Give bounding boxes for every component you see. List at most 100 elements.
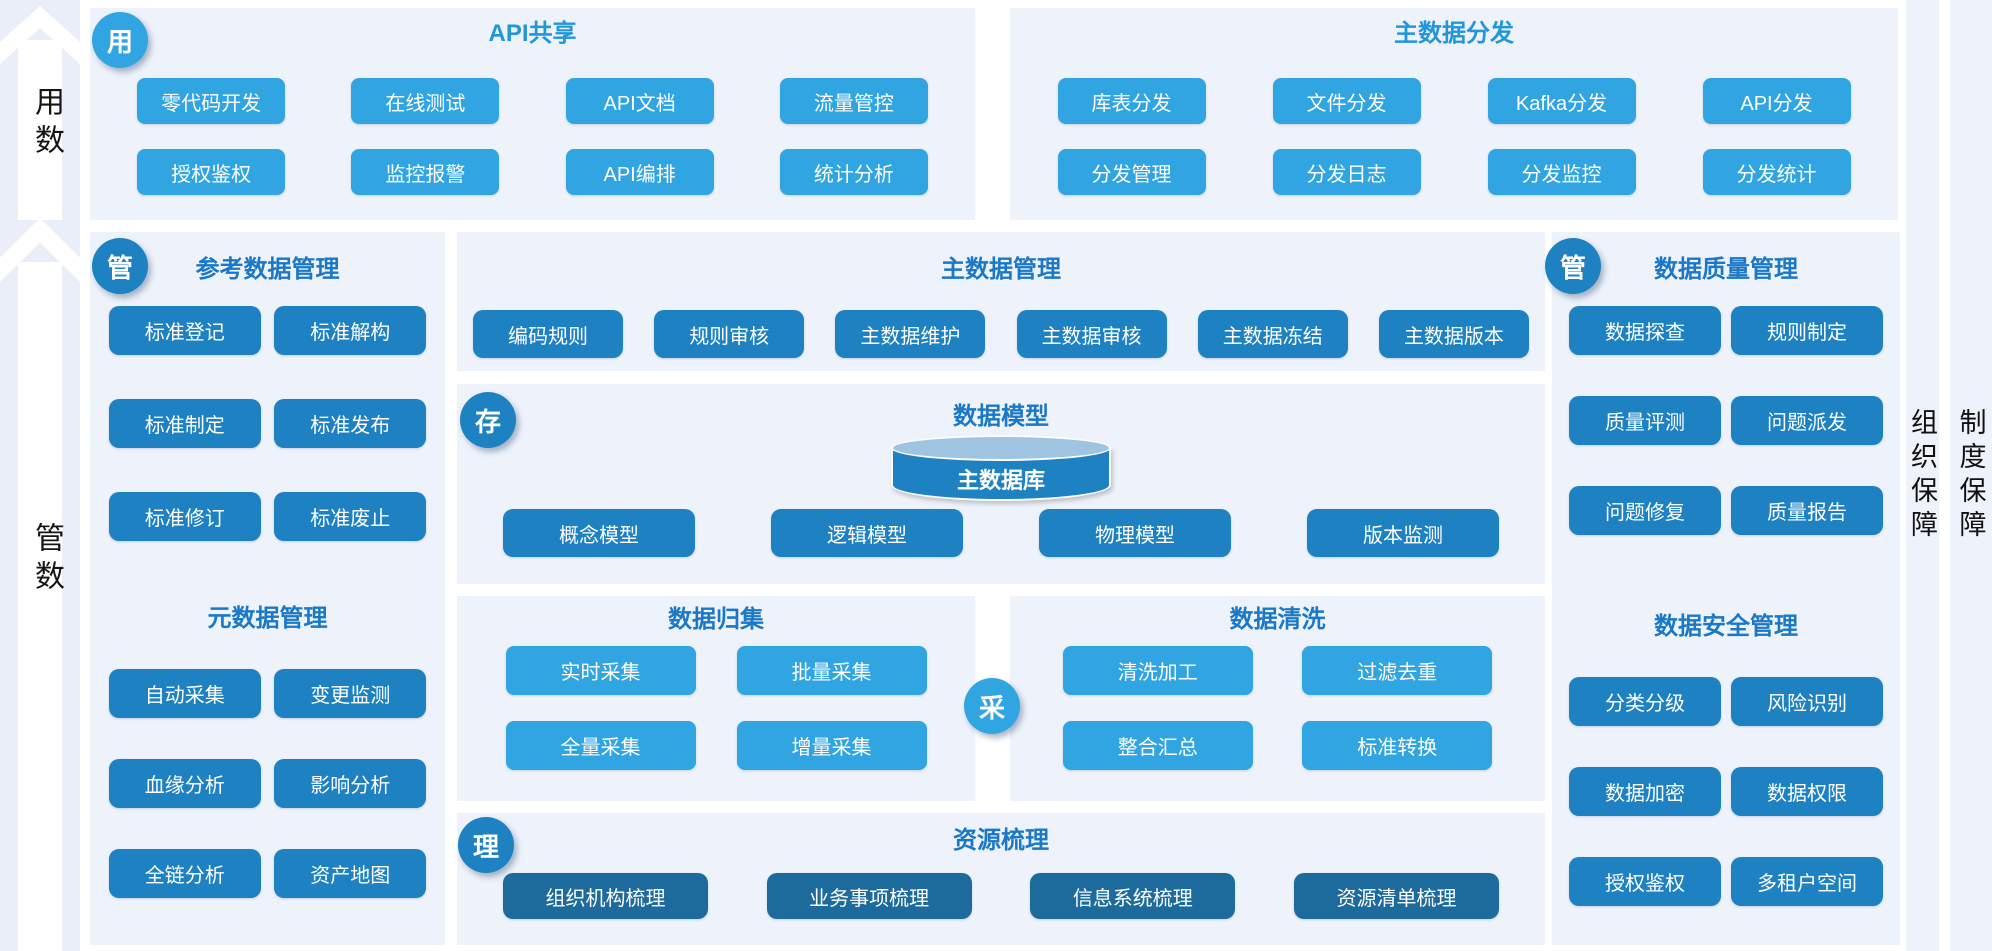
module-button[interactable]: 血缘分析: [108, 759, 261, 808]
rail-label-use-data: 用数: [30, 86, 63, 162]
module-button[interactable]: 质量评测: [1569, 396, 1721, 445]
module-button[interactable]: 变更监测: [274, 669, 427, 718]
module-button[interactable]: 质量报告: [1731, 486, 1883, 535]
badge-organize: 理: [458, 817, 514, 873]
module-button[interactable]: 物理模型: [1039, 509, 1231, 557]
module-button[interactable]: 分发日志: [1272, 149, 1421, 195]
module-button[interactable]: 问题修复: [1569, 486, 1721, 535]
module-button[interactable]: 影响分析: [274, 759, 427, 808]
module-button[interactable]: 标准制定: [108, 399, 261, 448]
panel-data-cleaning: 数据清洗 清洗加工 过滤去重 整合汇总 标准转换: [1010, 596, 1545, 801]
organization-guarantee-bar: 组织保障: [1906, 0, 1939, 951]
panel-reference-and-metadata: 管 参考数据管理 标准登记 标准解构 标准制定 标准发布 标准修订 标准废止 元…: [90, 232, 445, 945]
module-button[interactable]: 增量采集: [736, 721, 927, 770]
module-button[interactable]: 主数据版本: [1378, 310, 1529, 358]
left-rail: 用数 管数: [0, 0, 80, 951]
module-button[interactable]: Kafka分发: [1487, 78, 1636, 124]
module-button[interactable]: 分类分级: [1569, 677, 1721, 726]
panel-title: 数据清洗: [1229, 606, 1326, 633]
module-button[interactable]: 标准修订: [108, 492, 261, 541]
module-button[interactable]: API文档: [565, 78, 714, 124]
module-button[interactable]: 标准转换: [1302, 721, 1493, 770]
module-button[interactable]: 整合汇总: [1062, 721, 1253, 770]
up-arrow-shaft: [18, 262, 62, 951]
button-grid: 清洗加工 过滤去重 整合汇总 标准转换: [1010, 646, 1545, 770]
module-button[interactable]: 清洗加工: [1062, 646, 1253, 695]
panel-title: 元数据管理: [207, 605, 328, 632]
badge-manage: 管: [92, 238, 148, 294]
module-button[interactable]: 统计分析: [779, 149, 928, 195]
module-button[interactable]: 全量采集: [505, 721, 696, 770]
button-grid: 数据探查 规则制定 质量评测 问题派发 问题修复 质量报告: [1552, 306, 1900, 535]
module-button[interactable]: 主数据审核: [1016, 310, 1167, 358]
module-button[interactable]: 编码规则: [473, 310, 623, 358]
vertical-bar-label: 制度保障: [1955, 407, 1986, 544]
module-button[interactable]: 资产地图: [274, 849, 427, 898]
module-button[interactable]: 问题派发: [1731, 396, 1883, 445]
button-row: 编码规则 规则审核 主数据维护 主数据审核 主数据冻结 主数据版本: [457, 310, 1545, 358]
button-grid: 标准登记 标准解构 标准制定 标准发布 标准修订 标准废止: [90, 306, 445, 541]
panel-title: API共享: [488, 20, 577, 47]
module-button[interactable]: 资源清单梳理: [1293, 873, 1499, 919]
module-button[interactable]: 规则审核: [654, 310, 805, 358]
button-grid: 零代码开发 在线测试 API文档 流量管控 授权鉴权 监控报警 API编排 统计…: [90, 78, 975, 195]
database-icon-top: [891, 435, 1111, 461]
button-grid: 库表分发 文件分发 Kafka分发 API分发 分发管理 分发日志 分发监控 分…: [1010, 78, 1898, 195]
module-button[interactable]: 数据探查: [1569, 306, 1721, 355]
module-button[interactable]: 零代码开发: [137, 78, 286, 124]
up-arrow-shaft: [18, 40, 62, 220]
module-button[interactable]: 组织机构梳理: [503, 873, 708, 919]
module-button[interactable]: 风险识别: [1731, 677, 1883, 726]
module-button[interactable]: 标准解构: [274, 306, 427, 355]
module-button[interactable]: 分发管理: [1057, 149, 1206, 195]
module-button[interactable]: 标准发布: [274, 399, 427, 448]
panel-resource-sorting: 理 资源梳理 组织机构梳理 业务事项梳理 信息系统梳理 资源清单梳理: [457, 813, 1545, 945]
module-button[interactable]: 过滤去重: [1302, 646, 1493, 695]
module-button[interactable]: 版本监测: [1307, 509, 1499, 557]
badge-manage: 管: [1545, 238, 1601, 294]
panel-data-collection: 数据归集 实时采集 批量采集 全量采集 增量采集: [457, 596, 975, 801]
module-button[interactable]: 业务事项梳理: [766, 873, 972, 919]
module-button[interactable]: 主数据冻结: [1197, 310, 1348, 358]
button-row: 概念模型 逻辑模型 物理模型 版本监测: [457, 509, 1545, 557]
module-button[interactable]: 批量采集: [736, 646, 927, 695]
module-button[interactable]: 授权鉴权: [1569, 857, 1721, 906]
vertical-bar-label: 组织保障: [1907, 407, 1937, 544]
module-button[interactable]: 流量管控: [779, 78, 928, 124]
module-button[interactable]: 多租户空间: [1731, 857, 1883, 906]
module-button[interactable]: 全链分析: [108, 849, 261, 898]
module-button[interactable]: 标准废止: [274, 492, 427, 541]
module-button[interactable]: 分发监控: [1487, 149, 1636, 195]
module-button[interactable]: 数据权限: [1731, 767, 1883, 816]
panel-title: 参考数据管理: [195, 256, 340, 283]
button-grid: 分类分级 风险识别 数据加密 数据权限 授权鉴权 多租户空间: [1552, 677, 1900, 906]
module-button[interactable]: API分发: [1702, 78, 1851, 124]
module-button[interactable]: 实时采集: [505, 646, 696, 695]
module-button[interactable]: API编排: [565, 149, 714, 195]
module-button[interactable]: 信息系统梳理: [1030, 873, 1236, 919]
button-grid: 实时采集 批量采集 全量采集 增量采集: [457, 646, 975, 770]
panel-title: 数据安全管理: [1654, 613, 1798, 640]
module-button[interactable]: 逻辑模型: [771, 509, 963, 557]
module-button[interactable]: 文件分发: [1272, 78, 1421, 124]
panel-title: 数据模型: [953, 403, 1049, 430]
module-button[interactable]: 授权鉴权: [137, 149, 286, 195]
module-button[interactable]: 规则制定: [1731, 306, 1883, 355]
panel-quality-and-security: 管 数据质量管理 数据探查 规则制定 质量评测 问题派发 问题修复 质量报告 数…: [1545, 232, 1900, 945]
module-button[interactable]: 库表分发: [1057, 78, 1206, 124]
panel-title: 主数据分发: [1394, 20, 1514, 47]
module-button[interactable]: 在线测试: [351, 78, 500, 124]
panel-master-data-management: 主数据管理 编码规则 规则审核 主数据维护 主数据审核 主数据冻结 主数据版本: [457, 232, 1545, 371]
panel-title: 数据质量管理: [1654, 256, 1798, 283]
button-grid: 自动采集 变更监测 血缘分析 影响分析 全链分析 资产地图: [90, 669, 445, 898]
module-button[interactable]: 概念模型: [503, 509, 695, 557]
module-button[interactable]: 监控报警: [351, 149, 500, 195]
module-button[interactable]: 主数据维护: [835, 310, 986, 358]
panel-title: 主数据管理: [941, 256, 1061, 283]
module-button[interactable]: 数据加密: [1569, 767, 1721, 816]
module-button[interactable]: 自动采集: [108, 669, 261, 718]
module-button[interactable]: 标准登记: [108, 306, 261, 355]
panel-api-share: 用 API共享 零代码开发 在线测试 API文档 流量管控 授权鉴权 监控报警 …: [90, 8, 975, 220]
module-button[interactable]: 分发统计: [1702, 149, 1851, 195]
